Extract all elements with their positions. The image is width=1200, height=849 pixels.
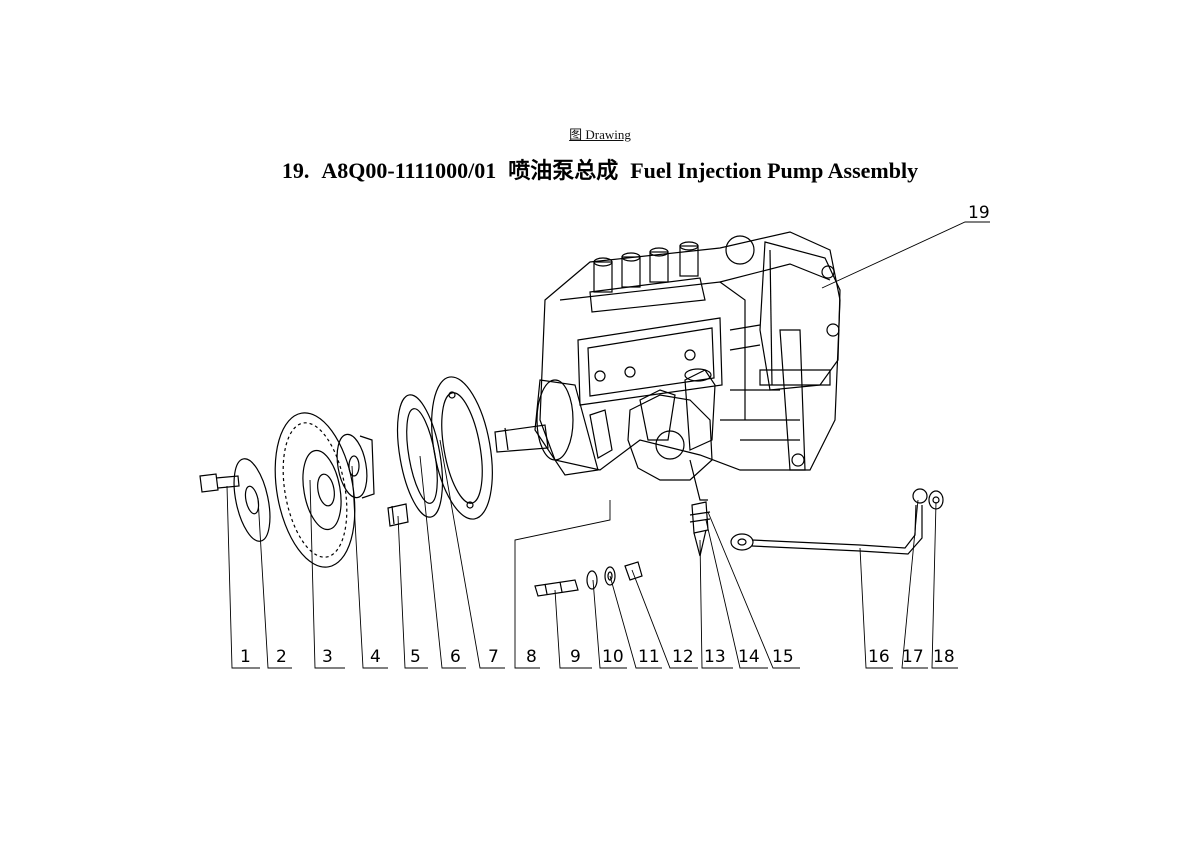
- callout-12: 12: [672, 647, 694, 667]
- part-1-bolt: [199, 473, 240, 493]
- callout-5: 5: [410, 647, 421, 667]
- callout-19: 19: [968, 203, 990, 223]
- title-code: A8Q00-1111000/01: [321, 158, 497, 183]
- callout-11: 11: [638, 647, 660, 667]
- title-number: 19.: [281, 158, 310, 183]
- figure-title: 19. A8Q00-1111000/01 喷油泵总成 Fuel Injection P…: [0, 153, 1200, 185]
- callout-6: 6: [450, 647, 461, 667]
- part-4-hub: [336, 433, 375, 499]
- part-16-pipe: [730, 504, 923, 555]
- title-cn: 喷油泵总成: [508, 158, 619, 183]
- leader-lines: [226, 221, 990, 669]
- callout-16: 16: [868, 647, 890, 667]
- callout-13: 13: [704, 647, 726, 667]
- part-7-flange-plate: [431, 376, 493, 520]
- callout-14: 14: [738, 647, 760, 667]
- callout-1: 1: [240, 647, 251, 667]
- callout-9: 9: [570, 647, 581, 667]
- part-2-washer: [233, 458, 271, 542]
- pump-body: [494, 231, 841, 501]
- callout-10: 10: [602, 647, 624, 667]
- callout-numbers: 19 1 2 3 4 5 6 7 8 9 10 11 12 13 14 15 1…: [240, 203, 990, 667]
- part-5-pin: [387, 503, 409, 527]
- callout-4: 4: [370, 647, 381, 667]
- callout-8: 8: [526, 647, 537, 667]
- figure-caption: 图 Drawing: [569, 127, 631, 142]
- part-12-nut: [624, 561, 643, 581]
- callout-2: 2: [276, 647, 287, 667]
- part-9-stud: [534, 579, 579, 597]
- callout-18: 18: [933, 647, 955, 667]
- callout-7: 7: [488, 647, 499, 667]
- callout-15: 15: [772, 647, 794, 667]
- part-10-washer: [586, 570, 598, 590]
- part-11-spring-washer: [604, 566, 616, 586]
- part-3-gear: [274, 412, 356, 568]
- title-en: Fuel Injection Pump Assembly: [630, 158, 919, 183]
- callout-3: 3: [322, 647, 333, 667]
- callout-17: 17: [902, 647, 924, 667]
